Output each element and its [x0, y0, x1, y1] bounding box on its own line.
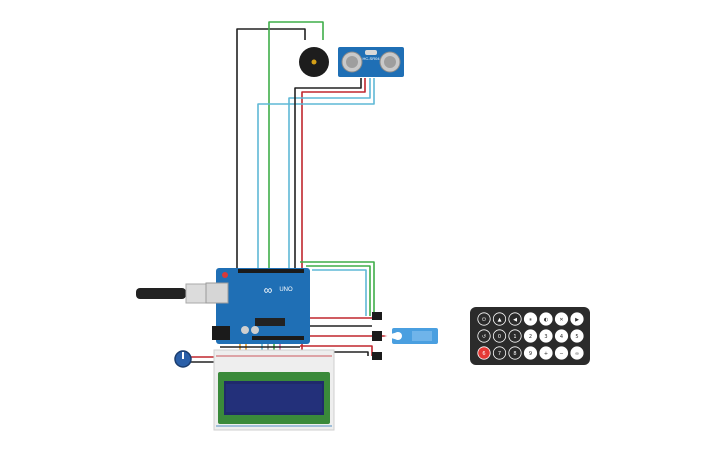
remote-button-label: ◀: [513, 317, 517, 323]
remote-button[interactable]: 1: [508, 329, 522, 343]
remote-button[interactable]: 9: [523, 346, 538, 360]
lcd-display[interactable]: [218, 372, 330, 424]
remote-button-label: 7: [498, 351, 501, 357]
remote-button[interactable]: ✕: [554, 312, 569, 326]
arduino-uno-board[interactable]: ∞ UNO: [205, 268, 310, 344]
remote-button[interactable]: ↺: [477, 329, 491, 343]
remote-button-label: ∞: [575, 351, 579, 357]
wire-buzzer-signal[interactable]: [268, 21, 324, 270]
servo-motor[interactable]: [384, 328, 438, 344]
remote-button-label: −: [559, 351, 563, 357]
remote-button[interactable]: 3: [539, 329, 553, 343]
wire-sensor-gnd[interactable]: [294, 78, 362, 268]
wire-buzzer-gnd[interactable]: [236, 28, 306, 330]
remote-button[interactable]: +: [539, 346, 553, 360]
remote-button[interactable]: ⏸: [523, 312, 538, 326]
remote-button-label: ✕: [559, 317, 563, 323]
remote-button-label: ↺: [482, 334, 486, 340]
usb-cable: [136, 283, 207, 304]
remote-button[interactable]: 7: [492, 346, 507, 360]
remote-button-label: ⏸: [529, 317, 532, 323]
piezo-buzzer[interactable]: [299, 47, 329, 77]
remote-button-label: 3: [544, 334, 547, 340]
remote-button-label: ⏻: [482, 317, 486, 323]
remote-button[interactable]: ◐: [539, 312, 553, 326]
remote-button-label: ◐: [544, 317, 548, 323]
remote-button[interactable]: ∞: [570, 346, 584, 360]
arduino-label: UNO: [279, 287, 293, 293]
remote-button[interactable]: 5: [570, 329, 584, 343]
remote-button-label: 4: [560, 334, 563, 340]
wire-ir-cyan[interactable]: [312, 269, 367, 316]
remote-button-label: 2: [529, 334, 532, 340]
remote-button-label: +: [544, 351, 548, 357]
remote-button[interactable]: ▲: [492, 312, 507, 326]
ir-remote-buttons: ⏻ ▲ ◀ ⏸ ◐ ✕ ▶ ↺ 0 1 2 3 4 5 6 7 8 9 + − ∞: [477, 312, 584, 360]
remote-button-label: 9: [529, 351, 532, 357]
remote-button-label: 0: [498, 334, 501, 340]
remote-button-label: 6: [482, 351, 485, 357]
wire-servo-green[interactable]: [300, 261, 375, 316]
potentiometer[interactable]: [174, 350, 192, 368]
wire-servo-green-2[interactable]: [306, 265, 371, 316]
remote-button-label: 5: [575, 334, 578, 340]
wire-sensor-vcc[interactable]: [301, 78, 366, 365]
remote-button[interactable]: 2: [523, 329, 538, 343]
remote-button[interactable]: 0: [492, 329, 507, 343]
servo-connector: [372, 312, 382, 360]
remote-button-label: 1: [513, 334, 516, 340]
remote-button[interactable]: ◀: [508, 312, 522, 326]
remote-button[interactable]: ▶: [570, 312, 584, 326]
remote-button[interactable]: ⏻: [477, 312, 491, 326]
wire-sensor-echo[interactable]: [257, 78, 375, 270]
remote-button-label: 8: [513, 351, 516, 357]
arduino-logo: ∞: [264, 283, 273, 297]
ultrasonic-sensor[interactable]: HC-SR04: [338, 47, 404, 77]
remote-button[interactable]: 4: [554, 329, 569, 343]
ultrasonic-sensor-label: HC-SR04: [362, 56, 380, 61]
remote-button-label: ▶: [575, 317, 579, 323]
remote-button[interactable]: 8: [508, 346, 522, 360]
remote-button[interactable]: −: [554, 346, 569, 360]
remote-button[interactable]: 6: [477, 346, 491, 360]
remote-button-label: ▲: [498, 317, 502, 323]
wire-sensor-trig[interactable]: [288, 78, 371, 268]
